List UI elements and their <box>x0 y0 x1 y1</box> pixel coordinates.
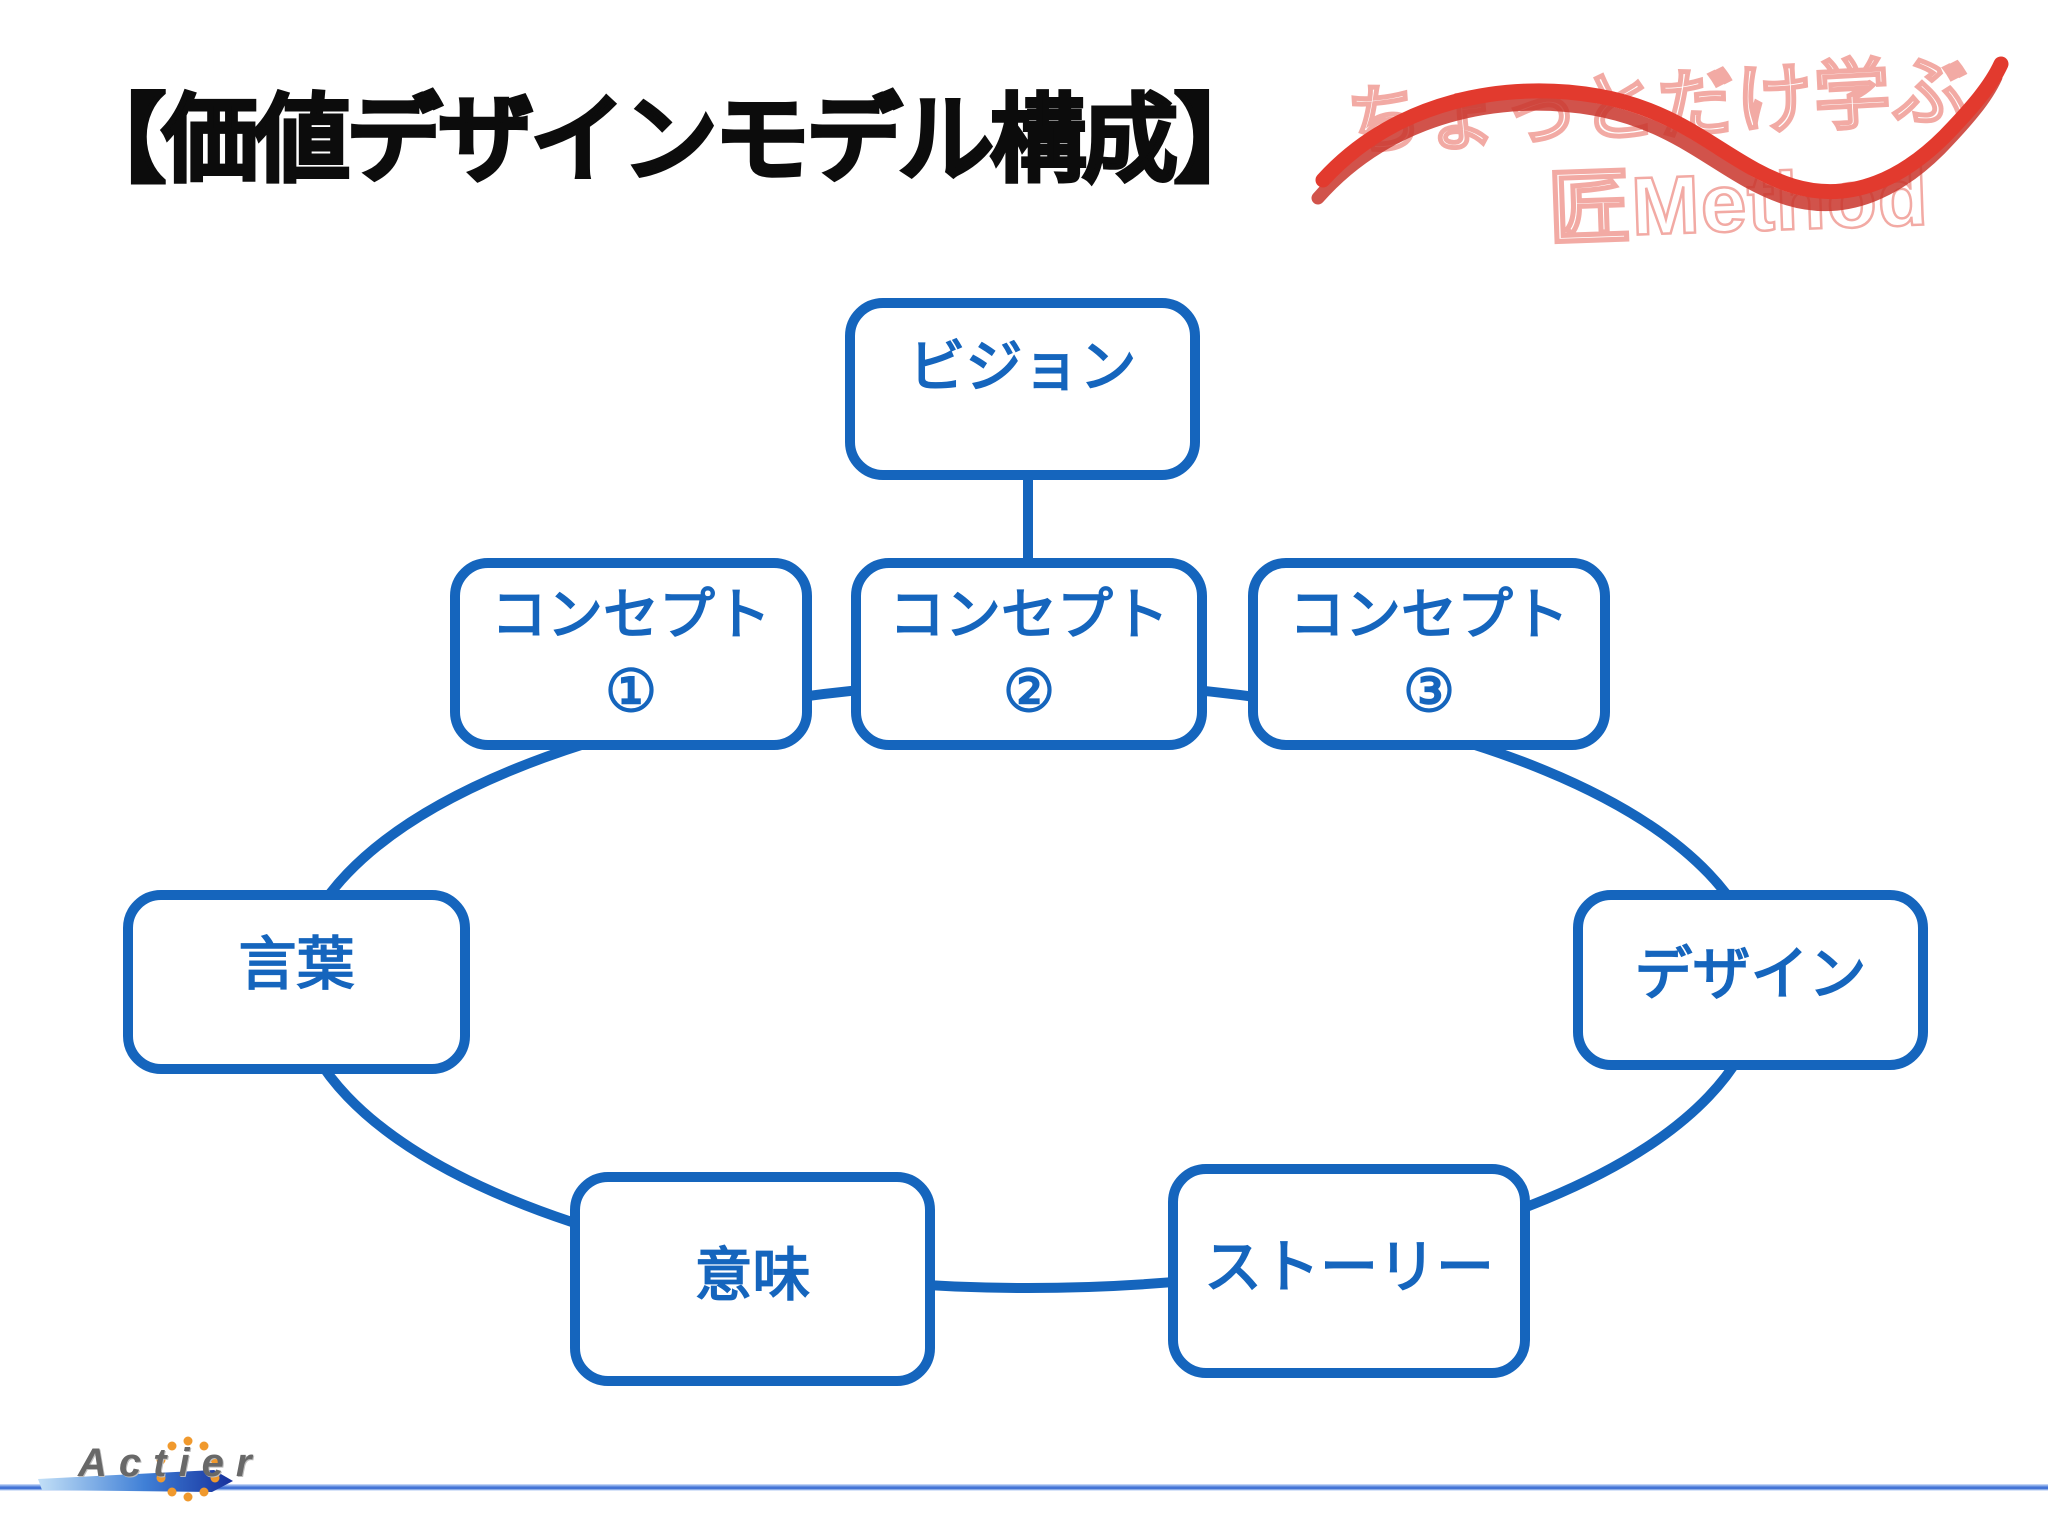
node-concept-1: コンセプト ① <box>450 558 812 750</box>
node-concept-3-number: ③ <box>1403 658 1455 724</box>
node-words-label: 言葉 <box>238 932 355 998</box>
node-vision-label: ビジョン <box>908 334 1137 399</box>
actier-logo-text: Actier <box>78 1441 264 1485</box>
node-meaning-label: 意味 <box>694 1243 811 1309</box>
page-title: 【価値デザインモデル構成】 <box>69 86 1272 196</box>
node-concept-1-label: コンセプト <box>491 583 771 646</box>
node-concept-3: コンセプト ③ <box>1248 558 1610 750</box>
node-meaning: 意味 <box>570 1172 935 1386</box>
node-concept-2-number: ② <box>1003 658 1055 724</box>
node-story-label: ストーリー <box>1203 1235 1494 1301</box>
footer-divider-line <box>0 1484 2048 1491</box>
node-concept-3-label: コンセプト <box>1289 583 1569 646</box>
cycle-ellipse <box>291 677 1765 1293</box>
node-design-label: デザイン <box>1634 942 1867 1008</box>
node-design: デザイン <box>1573 890 1928 1070</box>
node-words: 言葉 <box>123 890 470 1074</box>
node-story: ストーリー <box>1168 1164 1530 1378</box>
node-concept-2: コンセプト ② <box>851 558 1207 750</box>
node-concept-2-label: コンセプト <box>889 583 1169 646</box>
node-vision: ビジョン <box>845 298 1200 480</box>
node-concept-1-number: ① <box>605 658 657 724</box>
